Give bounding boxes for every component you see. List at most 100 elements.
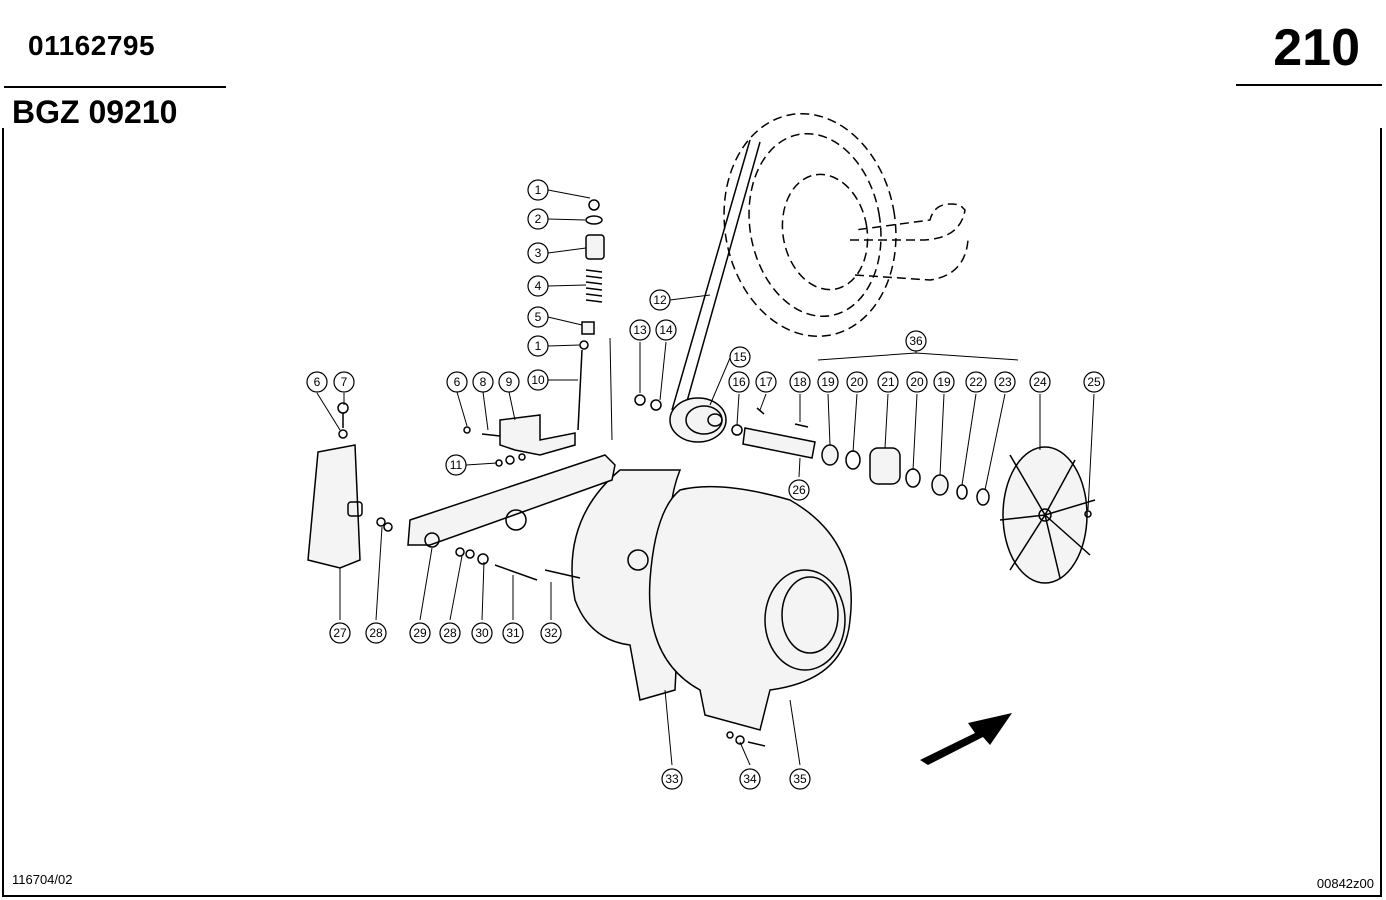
callout-1b: 1 [527,335,549,357]
callout-27: 27 [329,622,351,644]
callout-7: 7 [333,371,355,393]
callout-14: 14 [655,319,677,341]
callout-21: 21 [877,371,899,393]
callout-1a: 1 [527,179,549,201]
svg-text:26: 26 [792,483,806,497]
svg-text:3: 3 [535,246,542,260]
svg-text:27: 27 [333,626,347,640]
callout-6a: 6 [446,371,468,393]
callout-4: 4 [527,275,549,297]
svg-text:33: 33 [665,772,679,786]
svg-text:6: 6 [454,375,461,389]
svg-text:17: 17 [759,375,773,389]
svg-text:32: 32 [544,626,558,640]
callout-6b: 6 [306,371,328,393]
callout-labels: 1 2 3 4 5 1 6 8 9 10 11 6 7 12 13 14 15 … [306,179,1105,790]
drawing-reference-left: 116704/02 [12,872,73,887]
callout-19b: 19 [933,371,955,393]
svg-text:34: 34 [743,772,757,786]
callout-18: 18 [789,371,811,393]
svg-text:24: 24 [1033,375,1047,389]
svg-text:19: 19 [937,375,951,389]
svg-text:29: 29 [413,626,427,640]
drawing-frame [2,128,1382,897]
callout-19a: 19 [817,371,839,393]
svg-text:15: 15 [733,350,747,364]
fan-pulley [669,397,727,443]
callout-30: 30 [471,622,493,644]
svg-text:16: 16 [732,375,746,389]
svg-text:1: 1 [535,183,542,197]
group-number: BGZ 09210 [12,94,178,130]
callout-2: 2 [527,208,549,230]
callout-33: 33 [661,768,683,790]
svg-text:18: 18 [793,375,807,389]
svg-text:25: 25 [1087,375,1101,389]
fan-shaft [742,427,816,459]
header-rule-right [1236,84,1382,86]
leader-lines [316,189,1095,766]
svg-text:4: 4 [535,279,542,293]
callout-9: 9 [498,371,520,393]
svg-text:8: 8 [480,375,487,389]
callout-5: 5 [527,306,549,328]
callout-29: 29 [409,622,431,644]
engine-pulley-phantom [723,112,969,338]
callout-28a: 28 [365,622,387,644]
callout-16: 16 [728,371,750,393]
svg-text:28: 28 [369,626,383,640]
svg-text:12: 12 [653,293,667,307]
svg-text:30: 30 [475,626,489,640]
svg-text:9: 9 [506,375,513,389]
callout-3: 3 [527,242,549,264]
callout-25: 25 [1083,371,1105,393]
svg-text:11: 11 [450,458,463,472]
svg-text:21: 21 [881,375,895,389]
callout-24: 24 [1029,371,1051,393]
callout-26: 26 [788,479,810,501]
page-number: 210 [1273,19,1360,77]
svg-text:13: 13 [633,323,647,337]
callout-34: 34 [739,768,761,790]
svg-text:14: 14 [659,323,673,337]
callout-8: 8 [472,371,494,393]
callout-11: 11 [445,454,467,476]
tension-rod-assembly [499,199,605,456]
tension-arm [407,454,616,548]
svg-text:23: 23 [998,375,1012,389]
callout-15: 15 [729,346,751,368]
v-belt [671,139,761,413]
svg-text:36: 36 [909,334,923,348]
callout-23: 23 [994,371,1016,393]
callout-32: 32 [540,622,562,644]
callout-22: 22 [965,371,987,393]
callout-31: 31 [502,622,524,644]
callout-12: 12 [649,289,671,311]
fan-housing [571,469,852,731]
callout-13: 13 [629,319,651,341]
svg-text:19: 19 [821,375,835,389]
airflow-arrow [920,713,1012,765]
fan-impeller [999,446,1096,584]
part-number: 01162795 [28,30,156,61]
svg-text:1: 1 [535,339,542,353]
svg-text:6: 6 [314,375,321,389]
svg-text:22: 22 [969,375,983,389]
svg-text:5: 5 [535,310,542,324]
svg-text:7: 7 [341,375,348,389]
svg-text:20: 20 [850,375,864,389]
svg-text:28: 28 [443,626,457,640]
svg-text:2: 2 [535,212,542,226]
callout-35: 35 [789,768,811,790]
svg-text:10: 10 [531,373,545,387]
svg-text:20: 20 [910,375,924,389]
callout-20b: 20 [906,371,928,393]
header-rule-left [4,86,226,88]
callout-28b: 28 [439,622,461,644]
drawing-reference-right: 00842z00 [1316,876,1374,891]
callout-10: 10 [527,369,549,391]
callout-20a: 20 [846,371,868,393]
callout-17: 17 [755,371,777,393]
callout-36: 36 [905,330,927,352]
